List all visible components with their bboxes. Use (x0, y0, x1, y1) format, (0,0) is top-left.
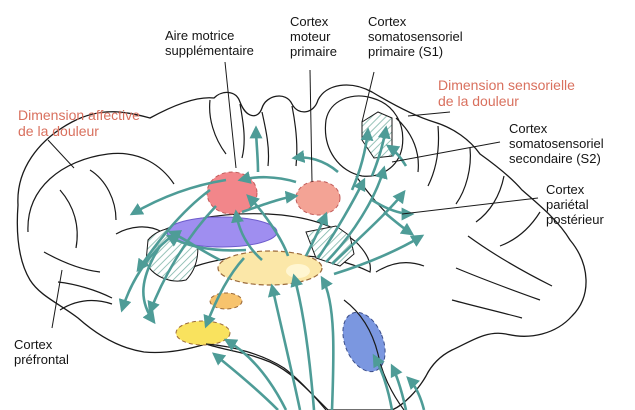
label-aire-motrice: Aire motrice supplémentaire (165, 28, 254, 58)
label-cortex-s2: Cortex somatosensoriel secondaire (S2) (509, 121, 604, 166)
label-cortex-moteur: Cortex moteur primaire (290, 14, 337, 59)
region-salmon (296, 181, 340, 215)
label-cortex-s1: Cortex somatosensoriel primaire (S1) (368, 14, 463, 59)
label-dimension-affective: Dimension affective de la douleur (18, 107, 140, 139)
label-dimension-sensorielle: Dimension sensorielle de la douleur (438, 77, 575, 109)
affective-arc (28, 153, 174, 232)
label-cortex-prefrontal: Cortex préfrontal (14, 337, 69, 367)
region-blue (335, 306, 393, 378)
region-yellow (176, 321, 230, 345)
label-cortex-parietal: Cortex pariétal postérieur (546, 182, 604, 227)
region-thalamus-core (286, 264, 310, 278)
